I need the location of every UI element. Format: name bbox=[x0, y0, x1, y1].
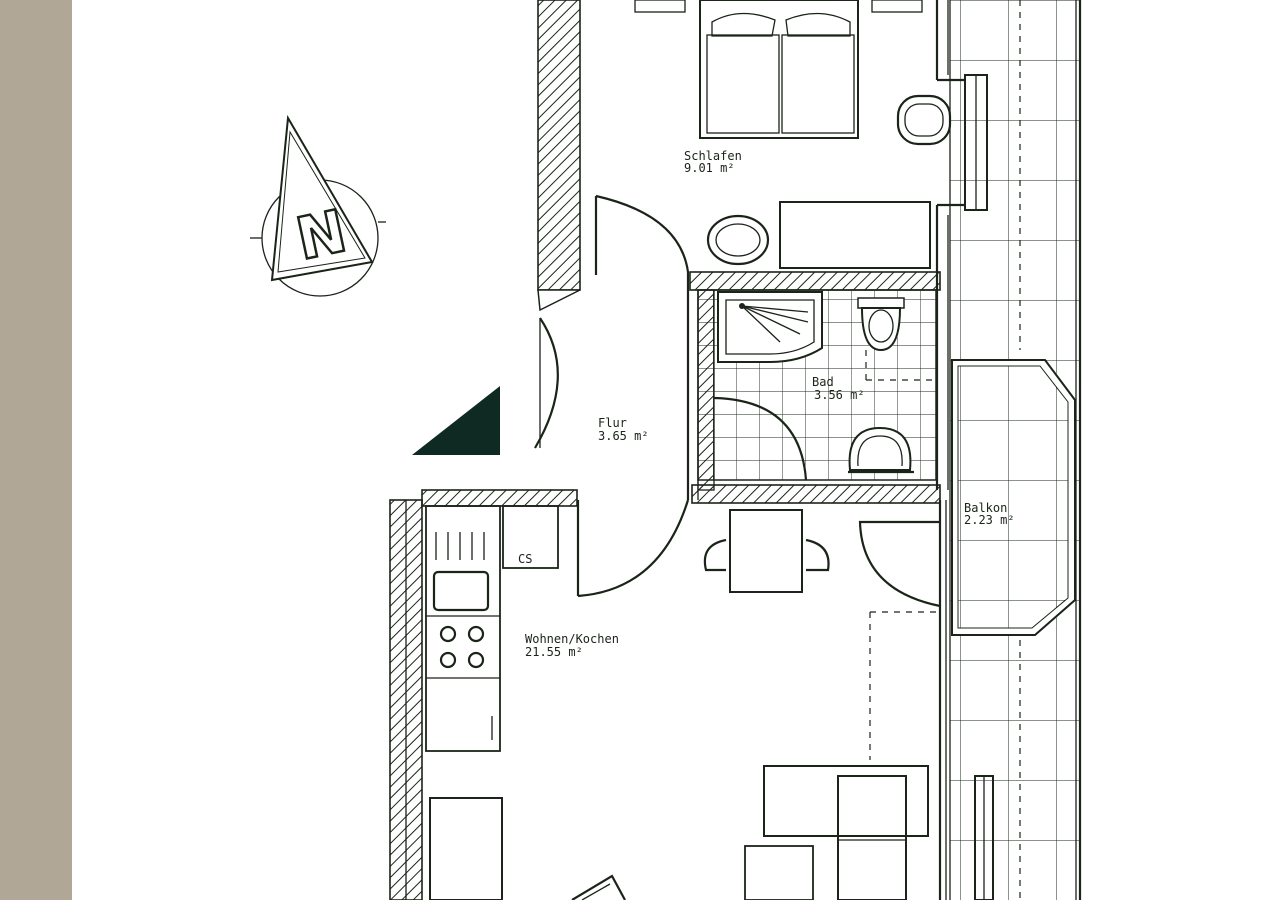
room-wohnen-kochen: CS Wohnen/Kochen 21.55 m² bbox=[389, 489, 994, 900]
left-side-strip bbox=[0, 0, 72, 900]
room-area-bad: 3.56 m² bbox=[814, 388, 865, 402]
room-name-balkon: Balkon bbox=[964, 501, 1007, 515]
appliance-label-cs: CS bbox=[518, 552, 532, 566]
room-name-bad: Bad bbox=[812, 375, 834, 389]
room-area-balkon: 2.23 m² bbox=[964, 513, 1015, 527]
room-schlafen: Schlafen 9.01 m² bbox=[537, 0, 988, 490]
room-bad: Bad 3.56 m² bbox=[689, 271, 941, 504]
north-arrow-icon: N bbox=[250, 114, 386, 297]
room-name-wohnen: Wohnen/Kochen bbox=[525, 632, 619, 646]
room-flur: Flur 3.65 m² bbox=[534, 272, 699, 598]
room-balkon: Balkon 2.23 m² bbox=[858, 500, 1015, 610]
room-area-schlafen: 9.01 m² bbox=[684, 161, 735, 175]
room-area-wohnen: 21.55 m² bbox=[525, 645, 583, 659]
entrance-marker-icon bbox=[412, 386, 500, 455]
room-name-schlafen: Schlafen bbox=[684, 149, 742, 163]
room-name-flur: Flur bbox=[598, 416, 627, 430]
room-area-flur: 3.65 m² bbox=[598, 429, 649, 443]
balcony-area bbox=[949, 0, 1082, 900]
